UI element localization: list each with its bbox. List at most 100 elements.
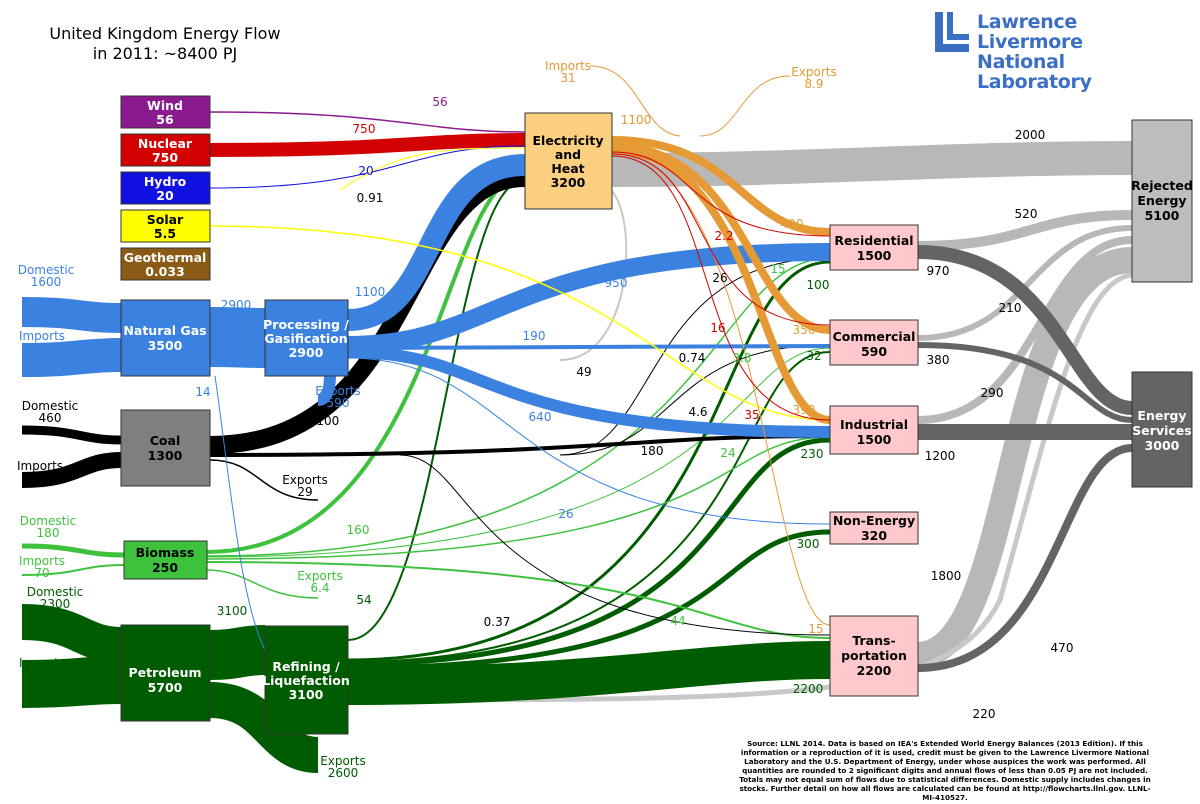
node-solar: Solar 5.5 (120, 209, 211, 243)
flow-bio-domestic (21, 543, 125, 558)
solar-elec-value: 0.91 (357, 191, 384, 205)
pet-trans-value: 2200 (793, 682, 824, 696)
industrial-label: Industrial (840, 417, 908, 432)
gas-ind-value: 640 (529, 410, 552, 424)
services-value: 3000 (1145, 438, 1180, 453)
flow-proc-ind (347, 346, 831, 438)
residential-value: 1500 (857, 248, 892, 263)
flow-coal-com (559, 344, 831, 456)
gas-proc-value: 2900 (221, 298, 252, 312)
flow-solar-res (209, 225, 831, 421)
title-line-2: in 2011: ~8400 PJ (92, 44, 238, 63)
nuc-com-value: 16 (710, 321, 725, 335)
coal-res-value: 26 (712, 271, 727, 285)
flow-gas-proc (209, 307, 266, 368)
hydro-value: 20 (156, 188, 174, 203)
flow-other-rejected (349, 272, 1133, 703)
svc-470-value: 470 (1051, 641, 1074, 655)
node-hydro: Hydro 20 (120, 171, 211, 205)
transportation-label-2: portation (841, 648, 907, 663)
flow-proc-com (347, 344, 831, 350)
flow-nuc-ind (611, 155, 831, 421)
node-biomass: Biomass 250 (123, 540, 208, 580)
rejected-label-2: Energy (1137, 193, 1186, 208)
transportation-value: 2200 (857, 663, 892, 678)
solar-4-6-value: 4.6 (688, 405, 707, 419)
flow-coal-imports (21, 452, 123, 488)
nonenergy-value: 320 (861, 528, 887, 543)
elec-out-value: 1100 (621, 113, 652, 127)
coal-imports-label: Imports (17, 459, 63, 473)
pet-ind-value: 230 (801, 447, 824, 461)
pet-imports-label: Imports (19, 656, 65, 670)
petroleum-label: Petroleum (128, 665, 201, 680)
gas-imports-label: Imports (19, 329, 65, 343)
flow-coal-exports (209, 459, 319, 501)
pet-exports-label: Exports (320, 754, 366, 768)
flow-ind-rejected (917, 236, 1133, 424)
flow-elec-imports (589, 65, 681, 137)
bio-elec-value: 160 (347, 523, 370, 537)
nuc-res-value: 2.2 (714, 229, 733, 243)
nuclear-label: Nuclear (138, 136, 193, 151)
node-non-energy: Non-Energy 320 (829, 511, 919, 545)
node-commercial: Commercial 590 (829, 319, 919, 366)
petroleum-value: 5700 (148, 680, 183, 695)
flow-coal-domestic (21, 425, 123, 445)
bio-imports-value: 70 (34, 566, 49, 580)
processing-label-2: Gasification (264, 331, 347, 346)
flow-bio-ind (206, 436, 831, 560)
flow-bio-exports (206, 569, 319, 599)
elec-ind-value: 390 (793, 403, 816, 417)
services-label-1: Energy (1137, 408, 1186, 423)
node-wind: Wind 56 (120, 95, 211, 129)
refining-label-2: Liquefaction (262, 673, 350, 688)
flow-elec-trans (611, 151, 831, 626)
elec-trans-value: 15 (808, 622, 823, 636)
gas-label: Natural Gas (123, 323, 206, 338)
coal-value: 1300 (148, 448, 183, 463)
bio-trans-value: 44 (670, 614, 685, 628)
geothermal-value: 0.033 (145, 264, 185, 279)
logo-line-1: Lawrence Livermore (977, 11, 1083, 53)
node-residential: Residential 1500 (829, 224, 919, 271)
flow-labels: Domestic 1600 Imports 1900 Domestic 460 … (17, 59, 1073, 780)
pet-domestic-value: 2300 (40, 597, 71, 611)
electricity-label-1: Electricity (533, 133, 604, 148)
processing-label-1: Processing / (263, 317, 349, 332)
wind-value: 56 (156, 112, 174, 127)
page-title: United Kingdom Energy Flow in 2011: ~840… (40, 24, 290, 64)
bio-exports-value: 6.4 (310, 581, 329, 595)
hydro-label: Hydro (144, 174, 187, 189)
coal-trans-value: 0.37 (484, 615, 511, 629)
node-coal: Coal 1300 (120, 409, 211, 487)
pet-ref-value: 3100 (217, 604, 248, 618)
pet-nonenergy-value: 300 (797, 537, 820, 551)
node-processing: Processing / Gasification 2900 (263, 299, 349, 377)
solar-value: 5.5 (154, 226, 176, 241)
rej-210-value: 210 (999, 301, 1022, 315)
gas-res-value: 950 (605, 276, 628, 290)
gas-exports-label: Exports (315, 384, 361, 398)
gas-com-value: 190 (523, 329, 546, 343)
nuc-ind-value: 35 (744, 408, 759, 422)
electricity-label-3: Heat (551, 161, 584, 176)
flow-solar-elec (339, 147, 526, 191)
coal-ind-value: 180 (641, 444, 664, 458)
biomass-label: Biomass (136, 545, 195, 560)
wind-elec-value: 56 (432, 95, 447, 109)
bio-domestic-value: 180 (37, 526, 60, 540)
node-services: Energy Services 3000 (1131, 371, 1193, 488)
gas-exports-value: 590 (327, 396, 350, 410)
flow-ref-res (347, 260, 831, 662)
coal-exports-value: 29 (297, 485, 312, 499)
node-refining: Refining / Liquefaction 3100 (262, 625, 350, 735)
flow-res-rejected (917, 210, 1133, 251)
flow-ref-elec (347, 179, 526, 641)
flow-ref-ind (347, 437, 831, 667)
flow-pet-domestic (21, 604, 123, 663)
rejected-value: 5100 (1145, 208, 1180, 223)
flows (21, 65, 1134, 773)
bio-res-value: 15 (770, 262, 785, 276)
commercial-label: Commercial (833, 329, 916, 344)
